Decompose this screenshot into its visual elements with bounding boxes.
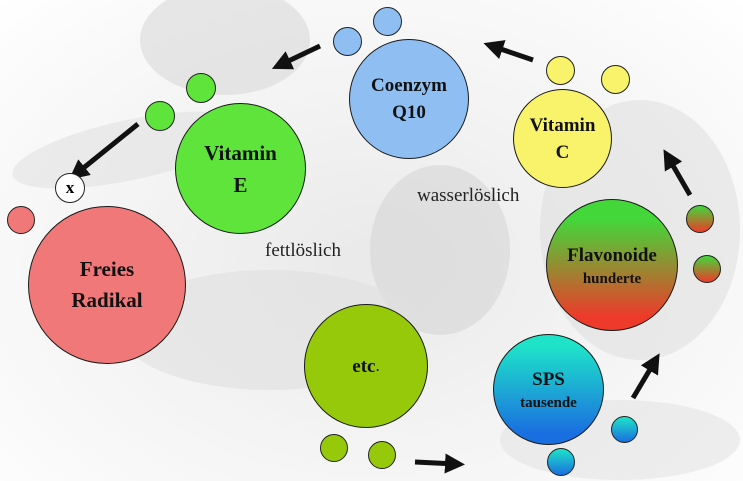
node-etc: etc . — [304, 304, 428, 428]
label-wasserloeslich: wasserlöslich — [417, 185, 520, 206]
bubble-etc-2 — [368, 441, 396, 469]
node-vitamin-c: Vitamin C — [513, 89, 612, 188]
node-vitamin-c-line1: Vitamin — [529, 114, 596, 136]
bubble-green-2 — [186, 73, 216, 103]
bubble-yellow-2 — [601, 65, 630, 94]
bubble-flavonoid-1 — [686, 205, 714, 233]
label-fettloeslich: fettlöslich — [265, 240, 341, 261]
node-coenzym-q10: Coenzym Q10 — [349, 39, 469, 159]
node-flavonoide: Flavonoide hunderte — [546, 199, 678, 331]
bubble-sps-1 — [611, 416, 638, 443]
neutralized-x-mark: x — [55, 173, 85, 203]
node-sps-line1: SPS — [532, 369, 565, 390]
arrow-to-vitamin-c — [663, 149, 693, 197]
arrow-to-vitamin-e — [271, 43, 322, 70]
arrow-to-sps — [414, 453, 465, 474]
node-freies-radikal-line2: Radikal — [71, 288, 143, 312]
node-sps-line2: tausende — [520, 395, 577, 411]
node-etc-label: etc — [352, 355, 376, 377]
node-vitamin-c-line2: C — [555, 141, 570, 163]
node-flavonoide-line1: Flavonoide — [567, 244, 657, 266]
node-etc-suffix: . — [375, 356, 380, 375]
x-mark-label: x — [65, 178, 75, 197]
bubble-etc-1 — [320, 434, 348, 462]
bubble-blue-1 — [333, 27, 362, 56]
node-vitamin-e-line1: Vitamin — [204, 140, 277, 165]
arrow-to-flavonoide — [630, 353, 660, 400]
bubble-blue-2 — [373, 7, 402, 36]
node-vitamin-e-line2: E — [233, 172, 248, 197]
bubble-yellow-1 — [546, 56, 575, 85]
bubble-flavonoid-2 — [693, 255, 721, 283]
arrow-to-x — [68, 122, 140, 180]
bubble-green-1 — [145, 101, 175, 131]
node-sps: SPS tausende — [493, 334, 604, 445]
bubble-red — [7, 206, 35, 234]
arrow-to-coenzym — [483, 40, 534, 63]
node-vitamin-e: Vitamin E — [175, 103, 306, 234]
node-coenzym-q10-line1: Coenzym — [371, 75, 447, 96]
node-coenzym-q10-line2: Q10 — [392, 102, 426, 123]
node-flavonoide-line2: hunderte — [582, 270, 642, 287]
node-freies-radikal: Freies Radikal — [28, 206, 186, 364]
node-freies-radikal-line1: Freies — [79, 257, 135, 281]
bubble-sps-2 — [547, 448, 575, 476]
